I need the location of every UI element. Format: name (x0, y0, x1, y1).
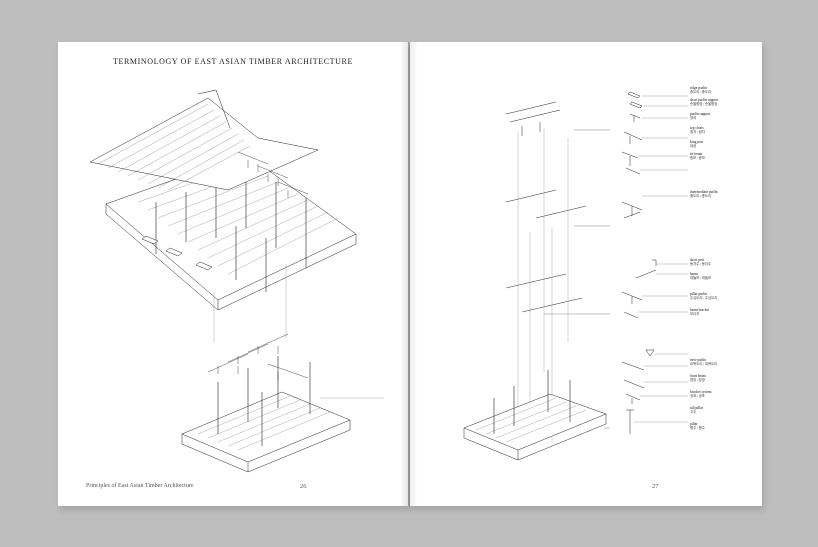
exploded-frame-drawing (463, 91, 688, 461)
left-page: TERMINOLOGY OF EAST ASIAN TIMBER ARCHITE… (58, 42, 408, 506)
footer-book-title: Principles of East Asian Timber Architec… (86, 483, 194, 489)
page-number-right: 27 (652, 483, 659, 490)
book-gutter (400, 42, 418, 506)
page-number-left: 26 (300, 483, 307, 490)
page-title: TERMINOLOGY OF EAST ASIAN TIMBER ARCHITE… (113, 57, 353, 66)
isometric-building-drawing (89, 89, 384, 473)
